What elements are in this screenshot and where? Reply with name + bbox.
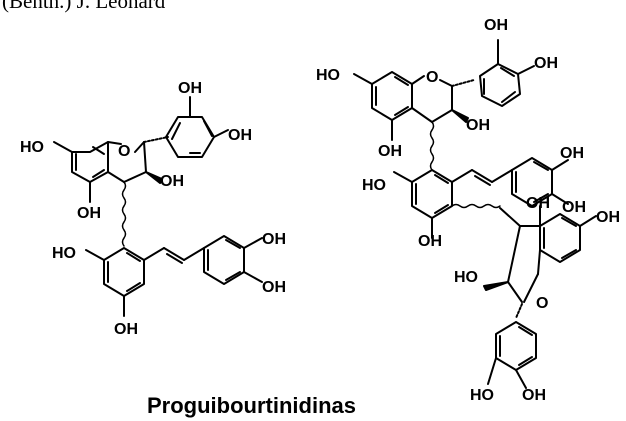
label-oh: OH <box>160 173 184 190</box>
label-oh: OH <box>262 231 286 248</box>
right-molecule <box>353 39 597 389</box>
label-oh: OH <box>596 209 620 226</box>
left-molecule-labels: OH OH O HO OH OH HO OH OH OH <box>20 80 286 338</box>
left-molecule <box>53 96 263 317</box>
label-ring-o: O <box>426 69 438 86</box>
label-oh: OH <box>178 80 202 97</box>
label-ho: HO <box>316 67 340 84</box>
label-ho: HO <box>362 177 386 194</box>
label-oh: OH <box>484 17 508 34</box>
label-ho: HO <box>20 139 44 156</box>
label-ho: HO <box>470 387 494 404</box>
label-oh: OH <box>534 55 558 72</box>
label-oh: OH <box>418 233 442 250</box>
figure-caption: Proguibourtinidinas <box>147 393 356 418</box>
label-ho: HO <box>52 245 76 262</box>
label-oh: OH <box>466 117 490 134</box>
label-oh: OH <box>522 387 546 404</box>
label-oh: OH <box>114 321 138 338</box>
header-text: (Benth.) J. Léonard <box>2 0 166 13</box>
label-ring-o: O <box>118 143 130 160</box>
label-oh: OH <box>526 195 550 212</box>
label-oh: OH <box>562 199 586 216</box>
label-ho: HO <box>454 269 478 286</box>
label-oh: OH <box>262 279 286 296</box>
label-oh: OH <box>228 127 252 144</box>
label-oh: OH <box>560 145 584 162</box>
label-ring-o: O <box>536 295 548 312</box>
label-oh: OH <box>378 143 402 160</box>
right-molecule-labels: OH OH O HO OH OH OH HO OH OH OH OH HO O … <box>316 17 620 404</box>
label-oh: OH <box>77 205 101 222</box>
